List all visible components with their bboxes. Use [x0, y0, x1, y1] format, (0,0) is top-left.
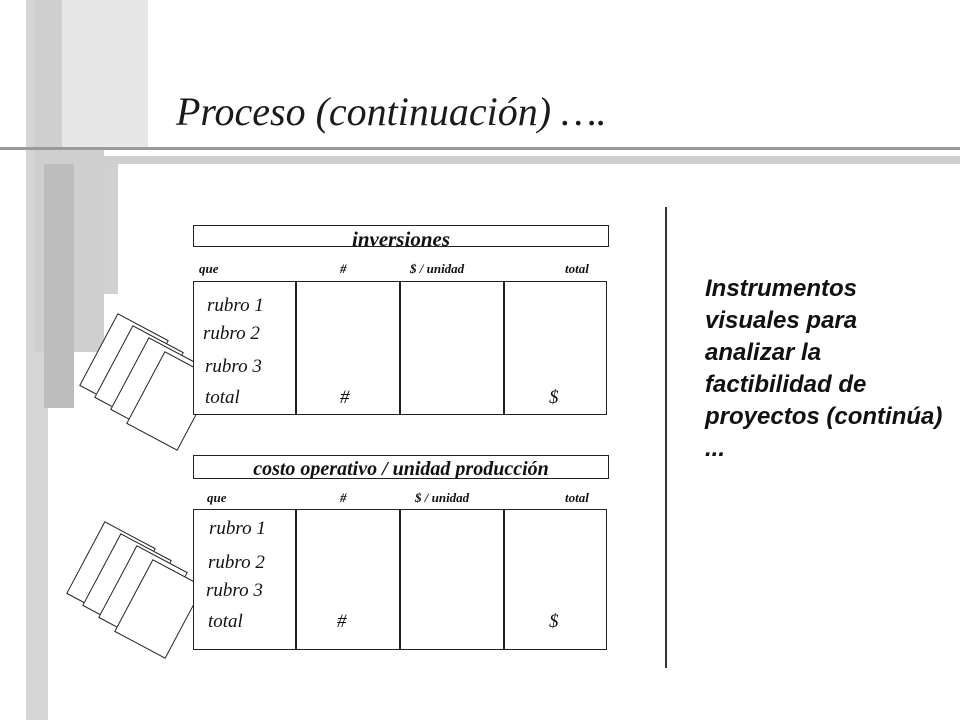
total-amount: $ [549, 611, 559, 632]
table-header: inversiones [193, 225, 609, 247]
row-label: rubro 2 [203, 323, 260, 344]
total-count: # [340, 387, 350, 408]
row-label: total [205, 387, 240, 408]
row-label: rubro 3 [205, 356, 262, 377]
column-header-count: # [340, 261, 347, 276]
table-column [193, 281, 296, 415]
table-column [504, 281, 607, 415]
column-header-total: total [565, 490, 589, 505]
row-label: total [208, 611, 243, 632]
title-rule-shadow [52, 156, 960, 164]
table-column [193, 509, 296, 650]
column-header-que: que [199, 261, 219, 276]
decor-bar-top [62, 0, 148, 150]
page-title: Proceso (continuación) …. [176, 89, 607, 134]
column-header-total: total [565, 261, 589, 276]
column-header-count: # [340, 490, 347, 505]
column-header-unit-price: $ / unidad [410, 261, 465, 276]
total-count: # [337, 611, 347, 632]
table-column [400, 509, 504, 650]
row-label: rubro 1 [207, 295, 264, 316]
column-header-que: que [207, 490, 227, 505]
row-label: rubro 3 [206, 580, 263, 601]
row-label: rubro 1 [209, 518, 266, 539]
table-header: costo operativo / unidad producción [193, 455, 609, 479]
decor-bar-right [104, 164, 118, 294]
row-label: rubro 2 [208, 552, 265, 573]
table-column [400, 281, 504, 415]
divider-line [665, 207, 667, 668]
column-header-unit-price: $ / unidad [415, 490, 470, 505]
total-amount: $ [549, 387, 559, 408]
table-column [504, 509, 607, 650]
side-description: Instrumentos visuales para analizar la f… [705, 275, 943, 462]
decor-bar-inner [44, 164, 74, 408]
table-column [296, 281, 400, 415]
table-column [296, 509, 400, 650]
title-rule [0, 147, 960, 150]
